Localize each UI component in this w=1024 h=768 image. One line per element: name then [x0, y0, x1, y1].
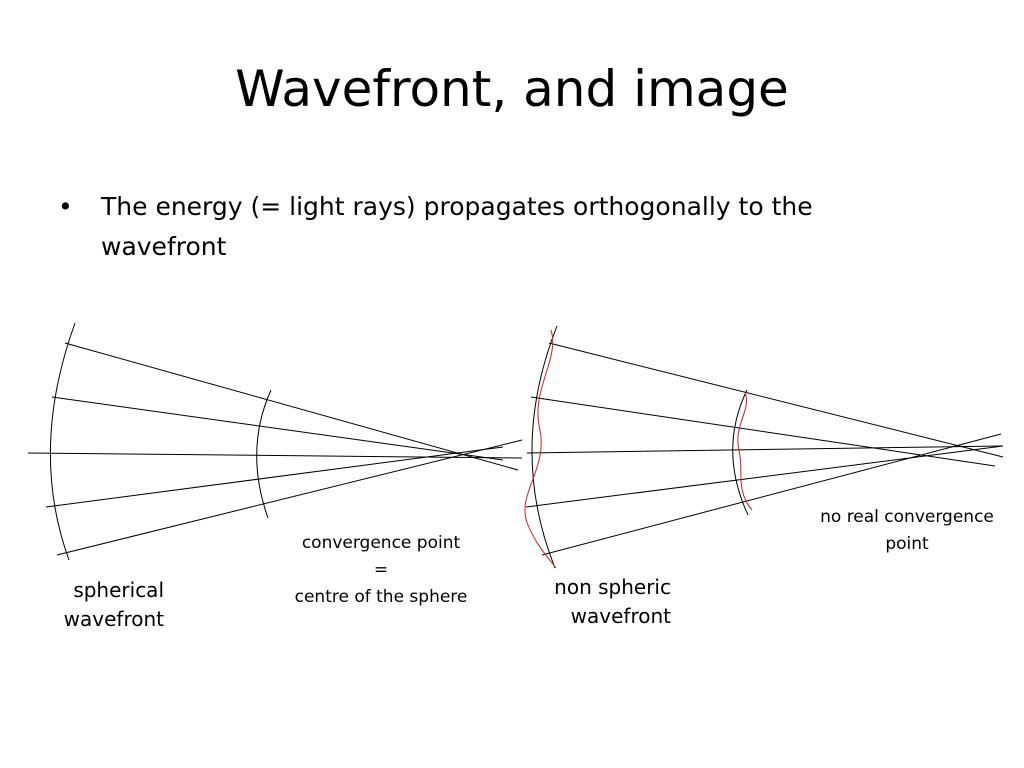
left-ray-2	[51, 396, 504, 461]
spherical-wavefront-label: spherical wavefront	[58, 576, 164, 634]
non-spheric-wavefront-label-line1: non spheric	[554, 575, 671, 599]
left-spherical-wavefront-2	[256, 389, 272, 519]
right-reference-sphere-1	[531, 325, 558, 569]
right-aberrated-wavefront-1	[524, 329, 557, 569]
left-optical-axis	[27, 452, 523, 459]
left-diagram	[27, 322, 523, 561]
convergence-point-label-line2: =	[373, 560, 389, 580]
bullet-marker: •	[58, 192, 73, 221]
left-ray-4	[56, 439, 523, 556]
spherical-wavefront-label-line2: wavefront	[63, 607, 164, 631]
no-real-convergence-label: no real convergence point	[806, 504, 1008, 558]
right-ray-3	[525, 445, 1004, 508]
right-optical-axis	[526, 445, 1004, 454]
no-real-convergence-label-line1: no real convergence	[820, 507, 994, 527]
right-aberrated-wavefront-2	[737, 391, 753, 511]
non-spheric-wavefront-label: non spheric wavefront	[543, 573, 671, 631]
slide-title: Wavefront, and image	[235, 60, 789, 118]
spherical-wavefront-label-line1: spherical	[73, 578, 164, 602]
left-ray-1	[64, 342, 519, 471]
convergence-point-label: convergence point = centre of the sphere	[280, 530, 482, 611]
no-real-convergence-label-line2: point	[885, 534, 929, 554]
right-reference-sphere-2	[732, 389, 749, 516]
left-ray-3	[45, 446, 504, 508]
right-aberrated-wavefronts	[524, 329, 753, 569]
convergence-point-label-line3: centre of the sphere	[294, 587, 468, 607]
left-spherical-wavefront-1	[49, 322, 76, 561]
right-diagram	[525, 325, 1004, 569]
bullet-text: The energy (= light rays) propagates ort…	[101, 192, 813, 261]
right-ray-1	[548, 342, 1004, 458]
non-spheric-wavefront-label-line2: wavefront	[570, 604, 671, 628]
right-ray-2	[530, 396, 996, 467]
right-ray-4	[541, 433, 1002, 556]
convergence-point-label-line1: convergence point	[301, 533, 461, 553]
